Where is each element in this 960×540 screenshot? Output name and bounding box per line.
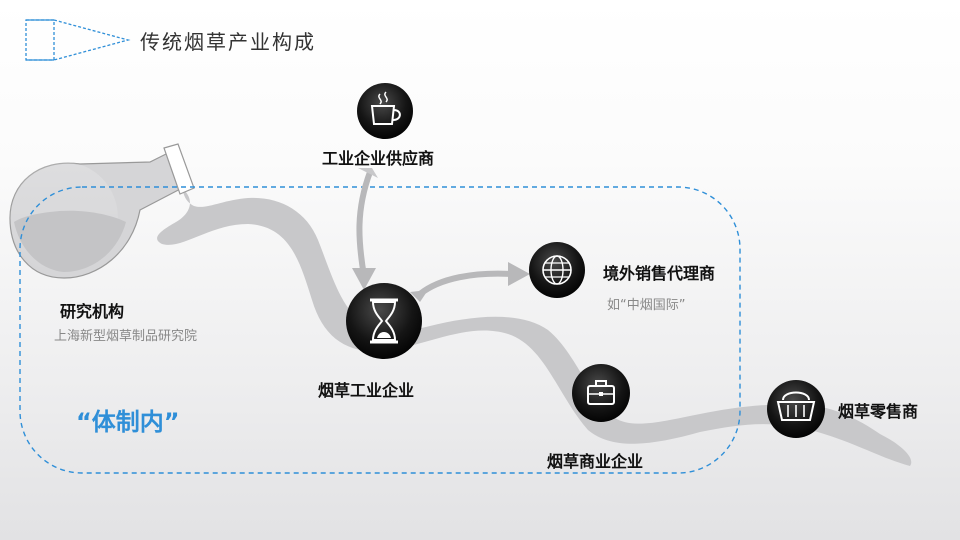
commercial-label: 烟草商业企业	[547, 452, 644, 471]
system-boundary	[19, 186, 741, 474]
export-arrow	[410, 262, 530, 302]
hourglass-icon	[346, 283, 422, 359]
system-label: “体制内”	[76, 408, 180, 436]
supplier-label: 工业企业供应商	[322, 149, 435, 168]
overseas-label: 境外销售代理商	[603, 264, 716, 283]
research-subtitle: 上海新型烟草制品研究院	[54, 329, 198, 344]
header-arrow-icon	[25, 19, 131, 61]
globe-icon	[529, 242, 585, 298]
industry-label: 烟草工业企业	[318, 381, 415, 400]
briefcase-icon	[572, 364, 630, 422]
retailer-label: 烟草零售商	[838, 402, 919, 421]
research-label: 研究机构	[60, 302, 125, 321]
coffee-cup-icon	[357, 83, 413, 139]
page-title: 传统烟草产业构成	[140, 30, 316, 54]
flask-icon	[9, 143, 195, 279]
supply-arrow	[352, 168, 378, 290]
overseas-subtitle: 如“中烟国际”	[607, 298, 686, 313]
basket-icon	[767, 380, 825, 438]
stream-path	[157, 188, 912, 466]
